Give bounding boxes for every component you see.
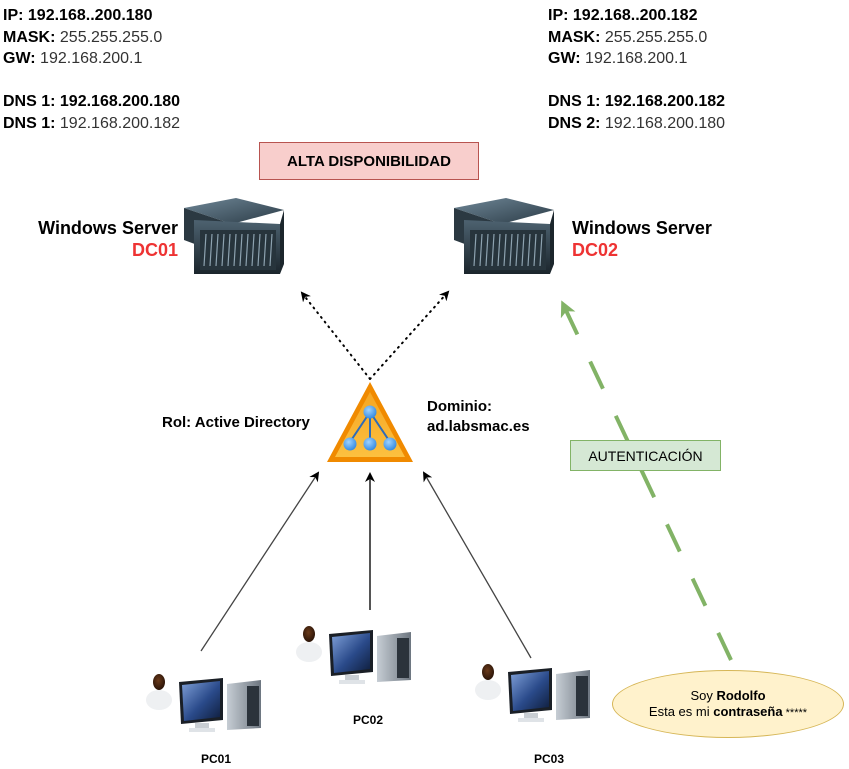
authentication-label: AUTENTICACIÓN: [588, 447, 703, 464]
ad-role-label: Rol: Active Directory: [162, 414, 310, 431]
dc02-dns2-row: DNS 2: 192.168.200.180: [548, 114, 726, 132]
computer-icon: [179, 678, 261, 732]
dc01-gw-row: GW: 192.168.200.1: [3, 50, 143, 67]
replication-arrow-dc01: [300, 291, 371, 380]
bubble-line-1: Soy Rodolfo: [690, 687, 766, 703]
server-icon-dc02[interactable]: [446, 196, 556, 288]
ad-domain-label: Dominio:: [427, 398, 492, 415]
user-icon: [475, 664, 501, 700]
pc03-to-ad-arrow: [422, 471, 532, 659]
dc01-name-label: DC01: [131, 240, 178, 260]
computer-icon: [329, 630, 411, 684]
user-icon: [146, 674, 172, 710]
pc02-workstation-icon[interactable]: [295, 622, 415, 690]
pc02-label: PC02: [353, 713, 384, 727]
dc02-ip-row: IP: 192.168..200.182: [548, 7, 698, 24]
dc01-os-label: Windows Server: [38, 218, 178, 238]
user-icon: [296, 626, 322, 662]
active-directory-icon[interactable]: [325, 380, 415, 464]
pc01-workstation-icon[interactable]: [145, 670, 265, 738]
dc01-label-group: Windows Server DC01: [30, 217, 178, 261]
dc02-network-info: IP: 192.168..200.182 MASK: 255.255.255.0…: [548, 5, 725, 134]
dc01-dns1-row: DNS 1: 192.168.200.180: [3, 93, 181, 110]
credentials-bubble[interactable]: Soy Rodolfo Esta es mi contraseña *****: [612, 670, 844, 738]
dc01-network-info: IP: 192.168..200.180 MASK: 255.255.255.0…: [3, 5, 180, 134]
dc02-mask-row: MASK: 255.255.255.0: [548, 28, 708, 46]
bubble-line-2: Esta es mi contraseña *****: [648, 703, 808, 719]
pc03-workstation-icon[interactable]: [474, 660, 594, 728]
ad-domain-group: Dominio: ad.labsmac.es: [427, 397, 530, 437]
computer-icon: [508, 668, 590, 722]
replication-arrow-dc02: [369, 290, 450, 380]
authentication-box[interactable]: AUTENTICACIÓN: [570, 440, 721, 471]
ad-domain-value: ad.labsmac.es: [427, 418, 530, 435]
dc02-dns1-row: DNS 1: 192.168.200.182: [548, 93, 726, 110]
dc02-os-label: Windows Server: [572, 218, 712, 238]
pc03-label: PC03: [534, 752, 565, 766]
dc02-label-group: Windows Server DC02: [572, 217, 712, 261]
dc01-ip-row: IP: 192.168..200.180: [3, 7, 153, 24]
high-availability-label: ALTA DISPONIBILIDAD: [287, 152, 451, 170]
pc01-to-ad-arrow: [200, 471, 320, 652]
dc02-name-label: DC02: [572, 240, 619, 260]
server-icon-dc01[interactable]: [176, 196, 286, 288]
dc01-mask-row: MASK: 255.255.255.0: [3, 28, 163, 46]
dc02-gw-row: GW: 192.168.200.1: [548, 50, 688, 67]
high-availability-box[interactable]: ALTA DISPONIBILIDAD: [259, 142, 479, 180]
dc01-dns2-row: DNS 1: 192.168.200.182: [3, 114, 181, 132]
authentication-arrow: [560, 300, 733, 661]
pc01-label: PC01: [201, 752, 232, 766]
